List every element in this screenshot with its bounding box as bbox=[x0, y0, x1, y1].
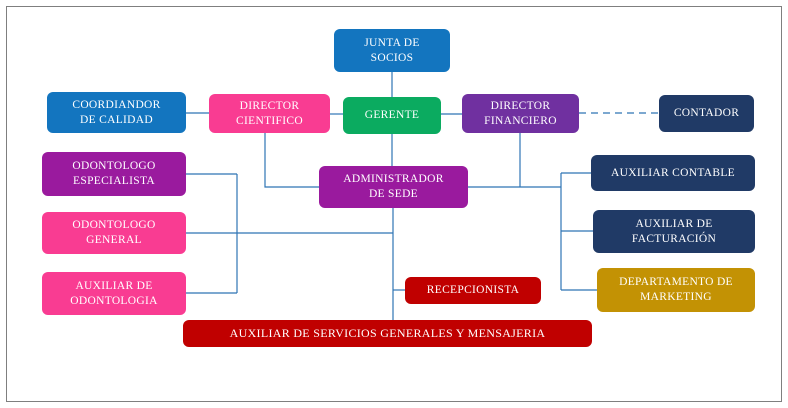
node-label: CONTADOR bbox=[673, 107, 740, 120]
node-label: DIRECTOR CIENTIFICO bbox=[236, 99, 303, 127]
node-departamento-de-marketing: DEPARTAMENTO DE MARKETING bbox=[597, 268, 755, 312]
node-label: ODONTOLOGO ESPECIALISTA bbox=[72, 160, 156, 187]
node-label: COORDIANDOR DE CALIDAD bbox=[72, 98, 161, 126]
node-label: ADMINISTRADOR DE SEDE bbox=[343, 173, 444, 200]
node-coordinador-de-calidad: COORDIANDOR DE CALIDAD bbox=[47, 92, 186, 133]
connector-cientifico-administrador bbox=[264, 133, 319, 188]
node-label: DEPARTAMENTO DE MARKETING bbox=[619, 276, 733, 303]
node-label: GERENTE bbox=[364, 109, 420, 122]
node-administrador-de-sede: ADMINISTRADOR DE SEDE bbox=[319, 166, 468, 208]
node-auxiliar-de-odontologia: AUXILIAR DE ODONTOLOGIA bbox=[42, 272, 186, 315]
node-auxiliar-servicios-generales: AUXILIAR DE SERVICIOS GENERALES Y MENSAJ… bbox=[183, 320, 592, 347]
node-auxiliar-de-facturacion: AUXILIAR DE FACTURACIÓN bbox=[593, 210, 755, 253]
node-label: AUXILIAR DE SERVICIOS GENERALES Y MENSAJ… bbox=[229, 325, 546, 340]
node-label: ODONTOLOGO GENERAL bbox=[72, 219, 156, 246]
node-contador: CONTADOR bbox=[659, 95, 754, 132]
node-director-cientifico: DIRECTOR CIENTIFICO bbox=[209, 94, 330, 133]
node-junta-de-socios: JUNTA DE SOCIOS bbox=[334, 29, 450, 72]
node-director-financiero: DIRECTOR FINANCIERO bbox=[462, 94, 579, 133]
node-label: AUXILIAR CONTABLE bbox=[611, 166, 735, 179]
node-label: AUXILIAR DE ODONTOLOGIA bbox=[70, 279, 158, 307]
node-recepcionista: RECEPCIONISTA bbox=[405, 277, 541, 304]
node-auxiliar-contable: AUXILIAR CONTABLE bbox=[591, 155, 755, 191]
node-gerente: GERENTE bbox=[343, 97, 441, 134]
node-label: AUXILIAR DE FACTURACIÓN bbox=[631, 217, 717, 245]
node-odontologo-general: ODONTOLOGO GENERAL bbox=[42, 212, 186, 254]
node-label: DIRECTOR FINANCIERO bbox=[484, 99, 557, 127]
node-label: JUNTA DE SOCIOS bbox=[364, 36, 420, 64]
node-label: RECEPCIONISTA bbox=[426, 284, 520, 297]
node-odontologo-especialista: ODONTOLOGO ESPECIALISTA bbox=[42, 152, 186, 196]
